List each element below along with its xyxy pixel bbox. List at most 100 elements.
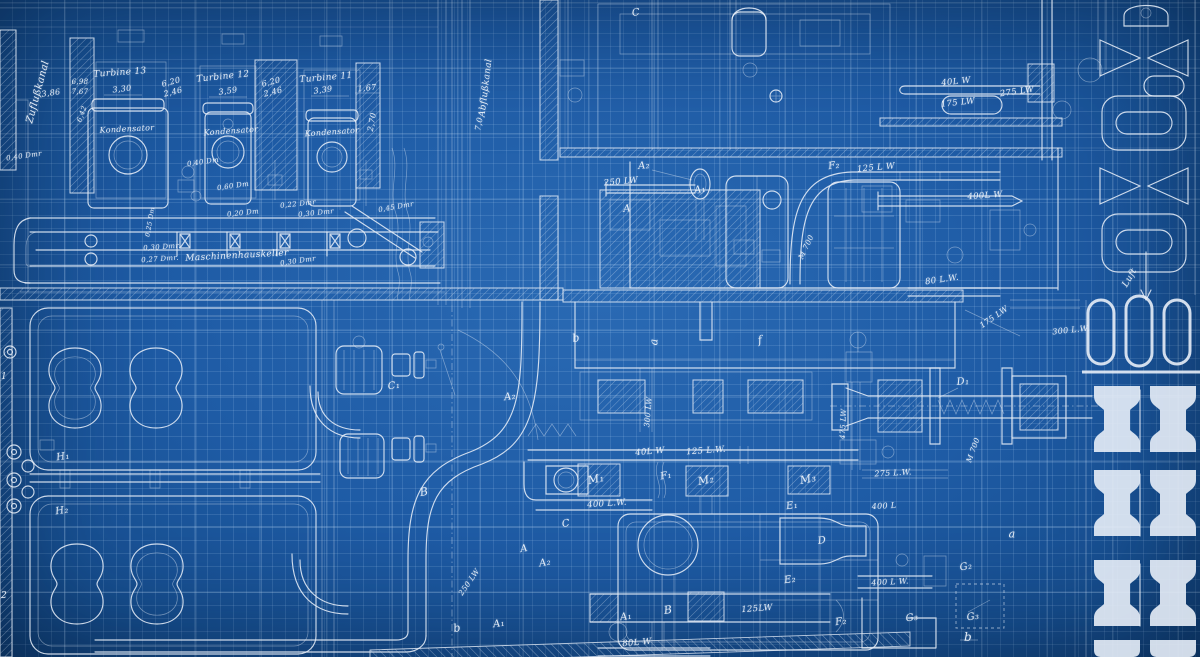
label-dim-3-30: 3,30 xyxy=(112,83,132,95)
label-e2: E₂ xyxy=(783,573,797,587)
label-f1: F₁ xyxy=(659,469,673,483)
label-zuflusskanal: Zuflußkanal xyxy=(24,59,52,125)
label-lw-250-bottom: 250 LW xyxy=(456,566,482,598)
label-lw-175-top: 175 LW xyxy=(940,96,976,110)
label-a1-bottom-a: A₁ xyxy=(619,610,633,624)
label-dim-7-67: 7,67 xyxy=(71,88,89,96)
label-m2: M₂ xyxy=(696,471,716,489)
label-dmr-0-25: 0,25 Dm xyxy=(143,206,157,238)
label-e1: E₁ xyxy=(785,499,799,513)
label-abflusskanal: Abflußkanal xyxy=(477,58,495,118)
engine-blocks xyxy=(0,300,455,657)
label-dim-3-39: 3,39 xyxy=(312,84,334,96)
label-dim-2-46-b: 2,46 xyxy=(262,85,284,99)
label-a1-mid: A₁ xyxy=(693,183,707,197)
right-mid-pipes xyxy=(908,252,1151,336)
label-dmr-0-45: 0,45 Dmr xyxy=(377,199,415,215)
label-f2-mid: F₂ xyxy=(827,159,841,173)
label-turbine-12: Turbine 12 xyxy=(196,69,250,85)
label-luft: Luft xyxy=(1120,266,1140,290)
turbine-section xyxy=(0,30,380,292)
label-lw-125-bottom-a: 125 L.W. xyxy=(685,444,727,458)
label-turbine-11: Turbine 11 xyxy=(299,70,353,86)
label-c-top: C xyxy=(631,7,641,19)
label-f2-bottom: F₂ xyxy=(834,615,848,629)
label-dmr-0-30-c: 0,30 Dmr xyxy=(279,254,317,268)
label-dmr-0-27: 0,27 Dmr. xyxy=(140,253,180,265)
top-right-machinery xyxy=(560,0,1195,295)
label-lw-275-right: 275 L.W. xyxy=(874,467,912,479)
label-dmr-0-40-mid: 0,40 Dm xyxy=(186,155,220,169)
label-a1-bottom-b: A₁ xyxy=(492,617,506,631)
label-d1-right: D₁ xyxy=(956,375,970,389)
label-lw-400-right-a: 400 L xyxy=(871,500,897,512)
label-dim-6-98: 6,98 xyxy=(71,78,89,86)
label-lw-300-right: 300 L.W. xyxy=(1051,323,1091,337)
label-lw-80-bottom: 80L W xyxy=(621,636,653,650)
label-m700-right: M 700 xyxy=(964,436,982,464)
label-letter-f-channel: f xyxy=(756,333,764,347)
label-h2: H₂ xyxy=(54,504,70,518)
label-lw-175-right: 175 LW xyxy=(978,304,1010,330)
label-m700-mid: M 700 xyxy=(796,233,816,261)
label-letter-b-bottom-left: b xyxy=(452,620,462,636)
label-dmr-0-20-a: 0,20 Dm xyxy=(226,207,260,219)
middle-hall xyxy=(560,148,1062,290)
label-lw-40-top: 40L W xyxy=(940,75,972,89)
label-letter-b-channel: b xyxy=(571,330,581,346)
label-kondensator-13: Kondensator xyxy=(99,123,155,135)
label-dim-3-86: 3,86 xyxy=(40,87,62,99)
label-dmr-0-22: 0,22 Dmr xyxy=(279,198,317,210)
label-lw-250-mid: 250 LW xyxy=(603,175,639,189)
label-lw-125-bottom-b: 125LW xyxy=(741,602,773,616)
label-letter-a-channel: a xyxy=(647,338,661,346)
label-dim-6-20-a: 6,20 xyxy=(160,75,182,89)
label-dim-6-20-b: 6,20 xyxy=(260,75,282,89)
label-letter-a-right: a xyxy=(1008,527,1016,541)
label-d-bottom: D xyxy=(817,534,827,548)
label-lw-125-mid: 125 L W xyxy=(856,161,896,175)
label-dim-1-67: 1,67 xyxy=(357,82,377,94)
label-a-bottom: A xyxy=(519,542,529,556)
label-g3-a: G₃ xyxy=(904,611,920,625)
label-dim-7-0: 7,0 xyxy=(473,116,485,132)
label-lw-400-right-b: 400 L W. xyxy=(871,576,909,588)
label-m1: M₁ xyxy=(586,470,606,488)
label-c-bottom: C xyxy=(561,517,571,531)
label-h1: H₁ xyxy=(55,450,71,464)
label-dmr-0-40-left: 0,40 Dmr xyxy=(5,149,43,163)
label-turbine-13: Turbine 13 xyxy=(93,66,147,80)
label-lw-80-right: 80 L.W. xyxy=(924,272,960,288)
label-maschinenhauskeller: Maschinenhauskeller xyxy=(185,248,289,264)
label-c1: C₁ xyxy=(387,379,401,393)
label-b-bottom: B xyxy=(662,602,674,618)
label-section-1: 1 xyxy=(0,372,8,382)
label-a-mid: A xyxy=(622,203,632,215)
label-lw-400-bottom: 400 L.W. xyxy=(586,497,628,511)
label-g3-b: G₃ xyxy=(965,610,981,624)
letter-channel xyxy=(563,290,963,432)
label-dmr-0-30-b: 0,30 Dmr. xyxy=(142,241,182,253)
label-kondensator-11: Kondensator xyxy=(304,125,360,139)
label-b-left: B xyxy=(418,484,430,500)
label-dim-2-70: 2,70 xyxy=(365,111,379,133)
label-dmr-0-60: 0,60 Dm xyxy=(216,179,250,193)
label-letter-b-right: b xyxy=(964,630,972,644)
label-dim-2-46-a: 2,46 xyxy=(162,85,184,99)
label-lw-400-top: 400L W xyxy=(967,189,1003,203)
bottom-machinery xyxy=(370,424,910,657)
label-a2-left: A₂ xyxy=(503,390,517,404)
label-lw-275-top: 275 LW xyxy=(999,84,1035,100)
label-section-2: 2 xyxy=(0,591,8,601)
center-channel xyxy=(95,0,558,652)
label-kondensator-12: Kondensator xyxy=(203,124,259,138)
label-a2-bottom: A₂ xyxy=(538,556,552,570)
label-dim-6-42: 6,42 xyxy=(75,104,89,124)
label-a2-mid: A₂ xyxy=(637,160,651,172)
label-dmr-0-30-a: 0,30 Dmr xyxy=(297,207,335,219)
label-lw-475-right: 475 LW xyxy=(837,408,849,440)
label-g2: G₂ xyxy=(958,560,974,574)
turbine-blade-sections xyxy=(1082,296,1200,657)
